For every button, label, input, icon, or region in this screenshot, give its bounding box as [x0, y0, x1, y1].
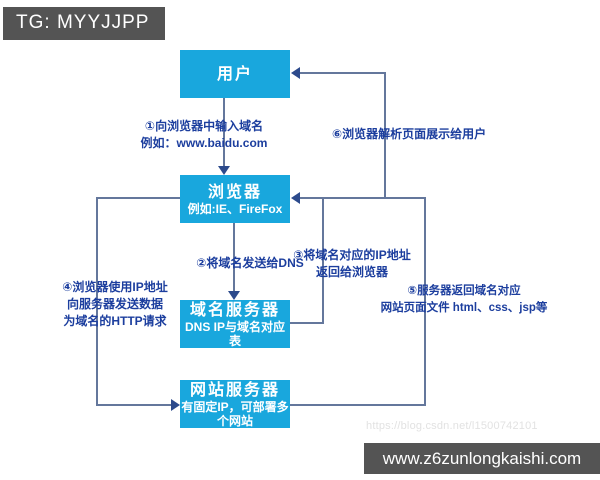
- node-web-subtitle: 有固定IP，可部署多个网站: [181, 399, 289, 428]
- connector-into-browser-horizontal: [300, 197, 426, 199]
- node-browser-subtitle: 例如:IE、FireFox: [187, 201, 283, 216]
- connector-into-user-horizontal: [300, 72, 386, 74]
- label-step2-line1: ②将域名发送给DNS: [196, 256, 304, 270]
- connector-browser-left-horizontal: [97, 197, 180, 199]
- label-step3: ③将域名对应的IP地址 返回给浏览器: [290, 247, 414, 281]
- connector-user-to-browser: [223, 98, 225, 167]
- label-step1-line2: 例如：www.baidu.com: [140, 136, 268, 150]
- connector-step5-vertical: [424, 197, 426, 406]
- connector-step3-vertical: [322, 198, 324, 324]
- label-step1-line1: ①向浏览器中输入域名: [144, 119, 264, 133]
- connector-web-right-horizontal: [290, 404, 426, 406]
- node-browser-title: 浏览器: [207, 183, 262, 201]
- arrow-left-into-browser-icon: [291, 192, 300, 204]
- connector-step6-vertical: [384, 72, 386, 199]
- connector-dns-right-horizontal: [290, 322, 324, 324]
- site-banner: www.z6zunlongkaishi.com: [364, 443, 600, 474]
- node-dns-server: 域名服务器 DNS IP与域名对应表: [180, 300, 290, 348]
- node-browser: 浏览器 例如:IE、FireFox: [180, 175, 290, 223]
- label-step6-line1: ⑥浏览器解析页面展示给用户: [332, 127, 487, 141]
- telegram-tag-label: TG: MYYJJPP: [16, 12, 150, 33]
- label-step4-line2: 向服务器发送数据: [66, 297, 163, 311]
- label-step5: ⑤服务器返回域名对应 网站页面文件 html、css、jsp等: [378, 283, 550, 317]
- label-step6: ⑥浏览器解析页面展示给用户: [332, 126, 504, 143]
- site-banner-label: www.z6zunlongkaishi.com: [382, 448, 582, 468]
- label-step4: ④浏览器使用IP地址 向服务器发送数据 为域名的HTTP请求: [58, 279, 172, 330]
- connector-browser-to-dns: [233, 223, 235, 292]
- watermark: https://blog.csdn.net/l1500742101: [366, 420, 538, 432]
- node-web-title: 网站服务器: [189, 381, 280, 399]
- node-web-server: 网站服务器 有固定IP，可部署多个网站: [180, 380, 290, 428]
- label-step1: ①向浏览器中输入域名 例如：www.baidu.com: [140, 118, 268, 152]
- label-step3-line2: 返回给浏览器: [315, 265, 388, 279]
- label-step5-line1: ⑤服务器返回域名对应: [407, 285, 521, 297]
- arrow-down-into-browser-icon: [218, 166, 230, 175]
- label-step3-line1: ③将域名对应的IP地址: [293, 248, 411, 262]
- connector-into-web-horizontal: [96, 404, 172, 406]
- arrow-right-into-web-icon: [171, 399, 180, 411]
- label-step2: ②将域名发送给DNS: [190, 255, 310, 272]
- label-step4-line1: ④浏览器使用IP地址: [62, 280, 168, 294]
- label-step4-line3: 为域名的HTTP请求: [63, 314, 167, 328]
- node-user-title: 用户: [216, 65, 253, 83]
- connector-step4-vertical: [96, 197, 98, 406]
- arrow-down-into-dns-icon: [228, 291, 240, 300]
- node-dns-title: 域名服务器: [189, 301, 280, 319]
- telegram-tag-banner: TG: MYYJJPP: [3, 7, 166, 40]
- arrow-left-into-user-icon: [291, 67, 300, 79]
- label-step5-line2: 网站页面文件 html、css、jsp等: [380, 302, 548, 314]
- node-user: 用户: [180, 50, 290, 98]
- node-dns-subtitle: DNS IP与域名对应表: [184, 319, 285, 348]
